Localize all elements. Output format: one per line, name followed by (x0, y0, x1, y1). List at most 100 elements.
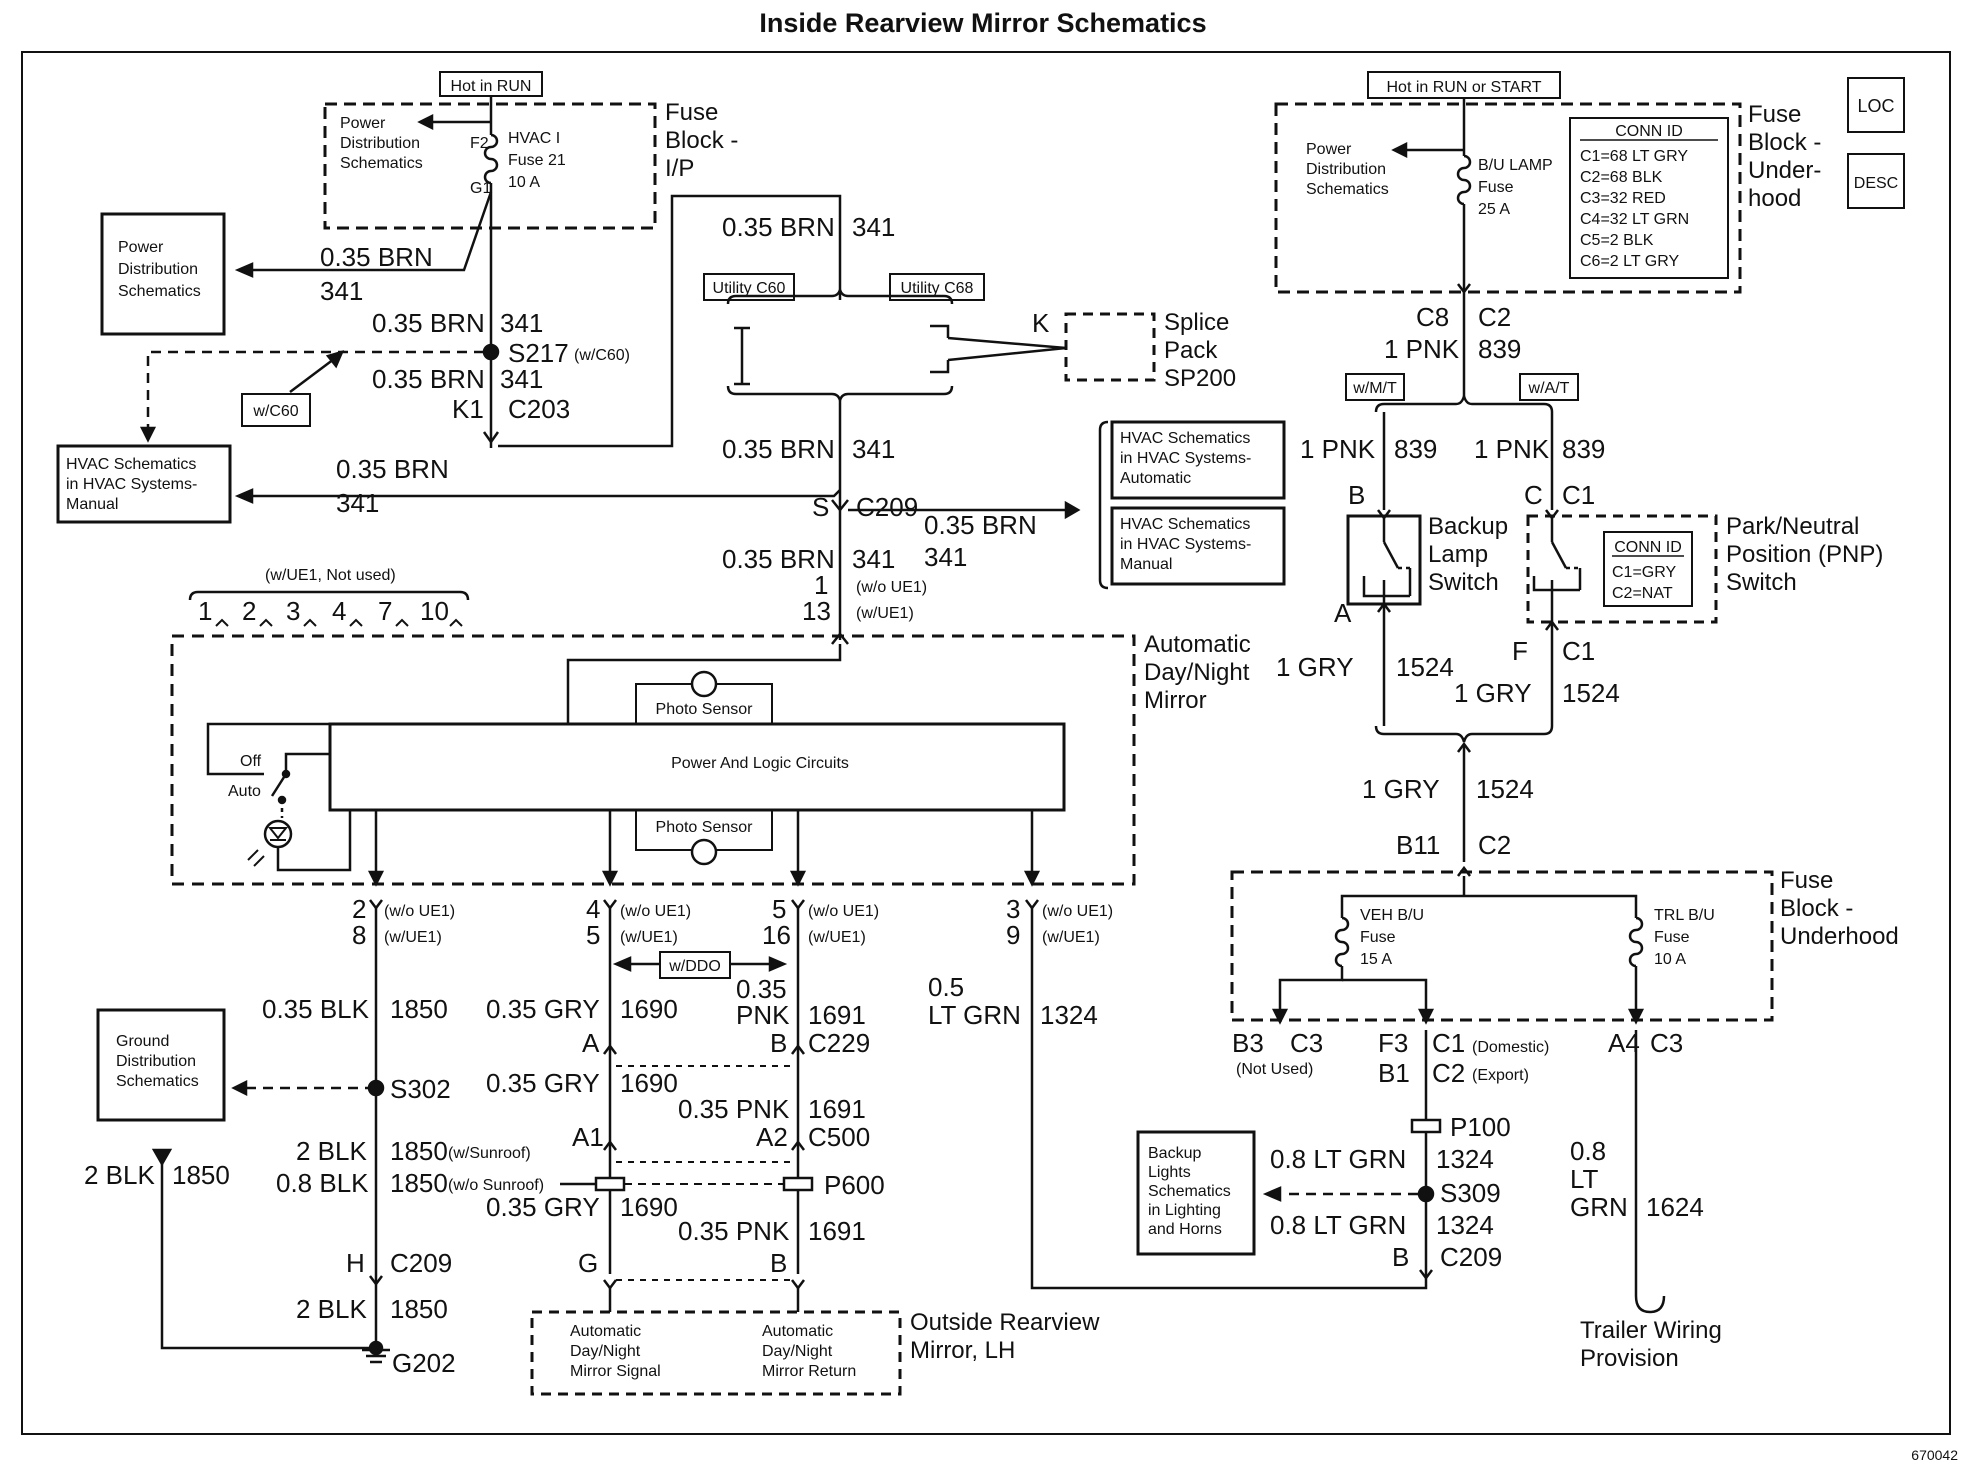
s309-label: S309 (1440, 1178, 1501, 1208)
arrow-to-pd (234, 262, 254, 278)
pnp-c1-bottom: C1 (1562, 636, 1595, 666)
pin5-w-ue1: (w/UE1) (620, 929, 678, 946)
wire-1850-sunroof: 1850 (390, 1136, 448, 1166)
hvac-manual-line2: in HVAC Systems- (66, 476, 197, 493)
outside-label-line2: Mirror, LH (910, 1337, 1015, 1364)
p100-label: P100 (1450, 1112, 1511, 1142)
c3-b3-label: C3 (1290, 1028, 1323, 1058)
wire-341-hvac-right: 341 (924, 542, 967, 572)
pnp-outline (1526, 514, 1718, 624)
arrow-b3 (1271, 1008, 1289, 1025)
unused-pin-marks (215, 618, 463, 627)
wire-341-label-1: 341 (320, 276, 363, 306)
domestic-label: (Domestic) (1472, 1039, 1549, 1056)
ground-box-line3: Schematics (116, 1073, 199, 1090)
backup-lights-line1: Backup (1148, 1145, 1201, 1162)
pd-box-line2: Distribution (118, 261, 198, 278)
hvac-auto-box (1110, 420, 1286, 500)
b-c209-label: B (770, 1248, 787, 1278)
backup-switch-blade (1382, 541, 1400, 569)
w-mt-box (1345, 373, 1405, 401)
pin16-label: 16 (762, 920, 791, 950)
pin2-wo-ue1: (w/o UE1) (384, 903, 455, 920)
backup-lights-box (1136, 1130, 1256, 1256)
fuse-block-uh2-line1: Fuse (1780, 867, 1833, 894)
a2-label: A2 (756, 1122, 788, 1152)
w-at-label: w/A/T (1528, 380, 1570, 397)
c1-domestic-label: C1 (1432, 1028, 1465, 1058)
fuse-block-uh-line2: Block - (1748, 129, 1821, 156)
conn-id-row: C5=2 BLK (1580, 232, 1654, 249)
g-label: G (578, 1248, 598, 1278)
conn-id-box (1569, 117, 1729, 279)
ground-box-line2: Distribution (116, 1053, 196, 1070)
c2-b11-label: C2 (1478, 830, 1511, 860)
fuse-block-uh-line3: Under- (1748, 157, 1821, 184)
utility-c68-pins (930, 324, 950, 374)
splice-s302 (367, 1079, 385, 1097)
wire-1524-main-label: 1524 (1476, 774, 1534, 804)
export-label: (Export) (1472, 1067, 1529, 1084)
wire-1691-label-2: 1691 (808, 1094, 866, 1124)
veh-bu-line1: VEH B/U (1360, 907, 1424, 924)
led-symbol (267, 827, 289, 841)
mirror-label-line3: Mirror (1144, 687, 1207, 714)
wire-pnk-label-2: 0.35 PNK (678, 1216, 790, 1246)
hvac-manual-line3: Manual (66, 496, 118, 513)
desc-icon[interactable] (1847, 153, 1905, 209)
arrow-to-hvac-manual (139, 426, 157, 443)
c209-right-label: C209 (1440, 1242, 1502, 1272)
b-c229-label: B (770, 1028, 787, 1058)
a4-label: A4 (1608, 1028, 1640, 1058)
c209-label: C209 (856, 492, 918, 522)
pd-small-line3: Schematics (340, 155, 423, 172)
wire-1690-label-3: 1690 (620, 1192, 678, 1222)
outside-return-line1: Automatic (762, 1323, 833, 1340)
power-logic-label: Power And Logic Circuits (671, 755, 849, 772)
pd-box-line1: Power (118, 239, 164, 256)
s-label: S (812, 492, 829, 522)
pnp-label-line3: Switch (1726, 569, 1797, 596)
wire-1pnk-mt: 1 PNK (1300, 434, 1376, 464)
wire-1324-r2: 1324 (1436, 1210, 1494, 1240)
arrow-hvac-manual-left (234, 488, 254, 504)
splice-pack-line1: Splice (1164, 309, 1229, 336)
a-c229-label: A (582, 1028, 600, 1058)
connector-bottom-brace (726, 385, 954, 404)
bu-lamp-fuse-icon (1456, 154, 1472, 206)
wire-1850-no-sunroof: 1850 (390, 1168, 448, 1198)
led-return-wire (276, 810, 352, 872)
fuse-name-line1: HVAC I (508, 130, 560, 147)
splice-pack-line3: SP200 (1164, 365, 1236, 392)
pin16-w-ue1: (w/UE1) (808, 929, 866, 946)
fuse-block-uh2-outline (1230, 870, 1774, 1022)
w-ddo-label: w/DDO (668, 958, 721, 975)
outside-signal-line2: Day/Night (570, 1343, 641, 1360)
wire-1850-left: 1850 (172, 1160, 230, 1190)
wire-1324-label: 1324 (1040, 1000, 1098, 1030)
wire-1690-label-2: 1690 (620, 1068, 678, 1098)
bu-feed-bus (1340, 894, 1638, 918)
w-ddo-box (659, 951, 731, 979)
wire-lt-label: LT (1570, 1164, 1599, 1194)
wire-839-mt-label: 839 (1394, 434, 1437, 464)
arrow-a4 (1627, 1008, 1645, 1025)
connector-backup-a (1377, 601, 1391, 613)
connector-c209-right (1419, 1269, 1433, 1281)
wire-1pnk-at: 1 PNK (1474, 434, 1550, 464)
mt-at-merge-brace (1374, 725, 1554, 743)
led-indicator-icon (263, 819, 293, 849)
wire-341-label-2: 341 (500, 308, 543, 338)
pnp-c1-label: C1 (1562, 480, 1595, 510)
loc-icon[interactable] (1847, 77, 1905, 133)
conn-id-row: C4=32 LT GRN (1580, 211, 1689, 228)
auto-label: Auto (228, 783, 261, 800)
splice-pack-wires (947, 336, 1067, 362)
pin4-label: 4 (586, 894, 600, 924)
ground-arrow-left (151, 1148, 173, 1167)
p600-left-connector (594, 1176, 626, 1192)
wire-341-label-3: 341 (500, 364, 543, 394)
wire-gry-label: 0.35 GRY (486, 994, 600, 1024)
fuse-block-ip-line3: I/P (665, 155, 694, 182)
